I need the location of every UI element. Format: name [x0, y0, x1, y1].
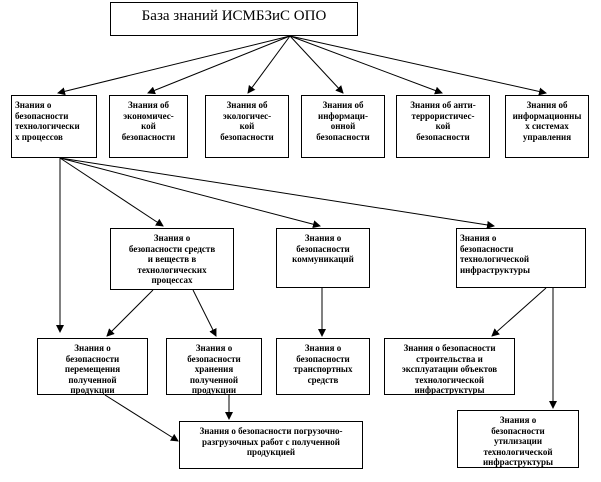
- arrow-b1-c1: [104, 394, 179, 442]
- node-info-control-systems: Знания об информационны х системах управ…: [505, 95, 589, 158]
- node-product-storage-safety: Знания о безопасности хранения полученно…: [166, 338, 262, 395]
- arrow-n1-m2: [59, 157, 321, 229]
- arrow-root-n4: [289, 35, 344, 94]
- node-construction-operation-safety: Знания о безопасности строительства и эк…: [384, 338, 515, 395]
- arrow-root-n3: [247, 35, 291, 94]
- node-tech-infrastructure-safety: Знания о безопасности технологической ин…: [456, 228, 586, 288]
- arrow-n1-m1: [59, 157, 164, 227]
- node-means-substances-safety: Знания о безопасности средств и веществ …: [110, 228, 234, 290]
- arrow-m3-b4: [491, 287, 547, 337]
- arrow-m1-b1: [106, 289, 154, 337]
- node-vehicles-safety: Знания о безопасности транспортных средс…: [276, 338, 370, 395]
- arrow-root-n1: [57, 35, 291, 96]
- arrow-m1-b2: [192, 289, 217, 337]
- arrow-root-n2: [147, 35, 291, 95]
- node-infrastructure-disposal-safety: Знания о безопасности утилизации техноло…: [457, 410, 579, 468]
- node-tech-process-safety: Знания о безопасности технологически х п…: [11, 95, 97, 158]
- node-product-movement-safety: Знания о безопасности перемещения получе…: [37, 338, 148, 395]
- node-ecological-safety: Знания об экологичес- кой безопасности: [205, 95, 289, 158]
- node-communications-safety: Знания о безопасности коммуникаций: [276, 228, 370, 288]
- arrow-n1-m3: [59, 157, 495, 229]
- arrow-root-n6: [289, 35, 547, 96]
- arrow-root-n5: [289, 35, 443, 95]
- node-information-safety: Знания об информаци- онной безопасности: [301, 95, 385, 158]
- node-antiterror-safety: Знания об анти- террористичес- кой безоп…: [396, 95, 490, 158]
- node-loading-unloading-safety: Знания о безопасности погрузочно- разгру…: [179, 421, 363, 469]
- node-economic-safety: Знания об экономичес- кой безопасности: [109, 95, 188, 158]
- root-node: База знаний ИСМБЗиС ОПО: [110, 2, 358, 36]
